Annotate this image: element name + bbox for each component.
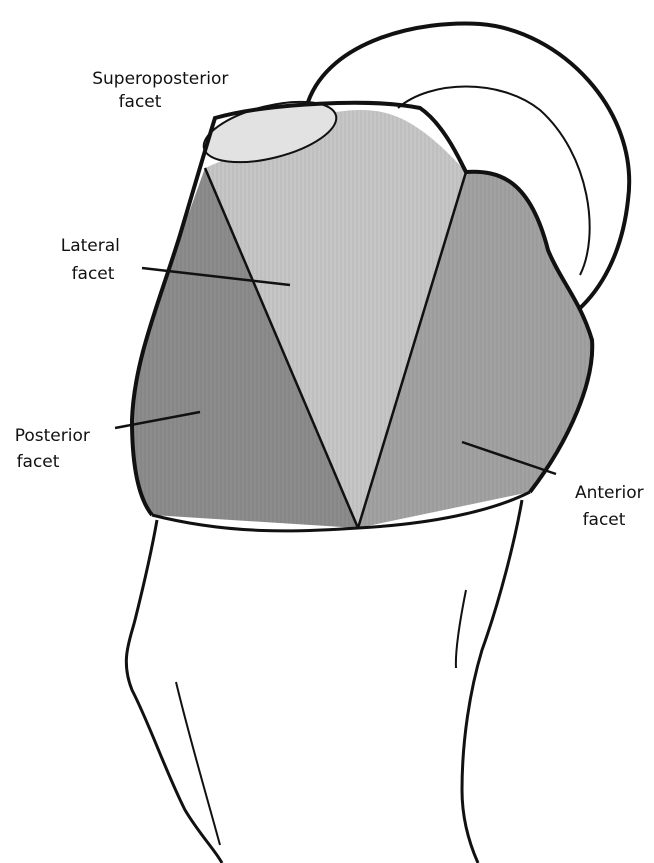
superoposterior-label: Superoposterior facet [92, 69, 234, 112]
superoposterior-label-line1: Superoposterior [92, 69, 228, 89]
anterior-label: Anterior facet [575, 483, 649, 530]
anterior-label-line1: Anterior [575, 483, 644, 503]
lateral-label-line1: Lateral [61, 236, 120, 256]
shaft-inner-line-left [176, 682, 220, 845]
shaft-inner-line-right [456, 590, 466, 668]
shaft-right-outline [462, 500, 522, 863]
shaft-left-outline [126, 520, 222, 863]
anterior-label-line2: facet [583, 510, 626, 530]
lateral-label-line2: facet [72, 264, 115, 284]
posterior-label-line1: Posterior [15, 426, 90, 446]
posterior-label-line2: facet [17, 452, 60, 472]
lateral-label: Lateral facet [61, 236, 126, 284]
posterior-label: Posterior facet [15, 426, 96, 472]
superoposterior-label-line2: facet [119, 92, 162, 112]
